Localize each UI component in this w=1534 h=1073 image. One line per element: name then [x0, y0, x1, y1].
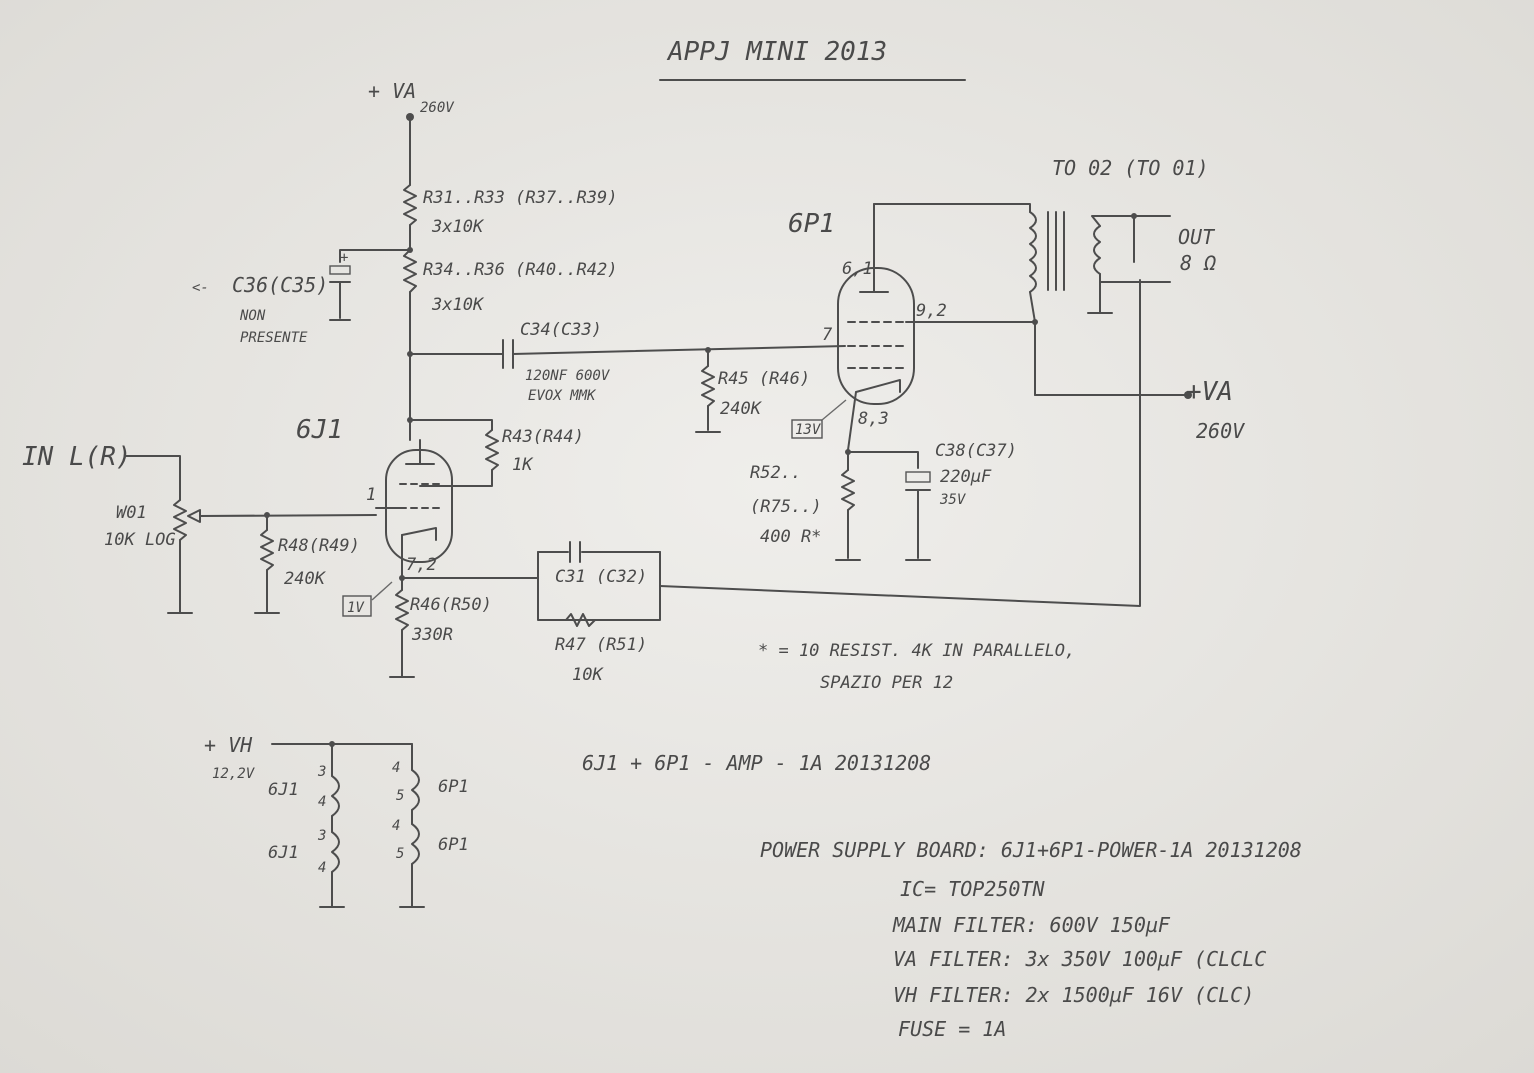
supply-right-label: +VA — [1186, 377, 1233, 407]
resistor-r45: R45 (R46) 240K — [695, 347, 810, 433]
psu-notes: POWER SUPPLY BOARD: 6J1+6P1-POWER-1A 201… — [760, 838, 1302, 1041]
stage2-pin-screen: 9,2 — [916, 301, 947, 321]
c38-name: C38(C37) — [935, 441, 1017, 461]
stage1-tube-label: 6J1 — [296, 415, 343, 445]
feedback-res-name: R47 (R51) — [555, 635, 647, 655]
stage2-cathode-network: R52.. (R75..) 400 R* C38(C37) 220µF 35V — [750, 441, 1017, 561]
tube-6p1: 6P1 6,1 9,2 7 8,3 13V — [788, 203, 1038, 451]
footnote-1: * = 10 RESIST. 4K IN PARALLELO, — [758, 641, 1075, 661]
svg-text:<-: <- — [192, 280, 209, 296]
feedback-res-value: 10K — [572, 665, 604, 685]
heater-pin-a2: 4 — [318, 794, 326, 810]
heater-label: + VH — [204, 733, 253, 757]
supply-top-voltage: 260V — [420, 100, 455, 116]
top-supply: + VA 260V — [368, 79, 455, 121]
c38-voltage: 35V — [939, 492, 967, 508]
note-fuse: FUSE = 1A — [898, 1017, 1006, 1041]
feedback-network: C31 (C32) R47 (R51) 10K — [401, 279, 1141, 685]
heater-pin-b2: 4 — [318, 860, 326, 876]
heater-wiring: + VH 12,2V 6J1 6J1 6P1 6P1 3 4 3 4 4 5 4… — [204, 733, 469, 908]
resistor-r48: R48(R49) 240K — [254, 514, 360, 614]
r45-name: R45 (R46) — [718, 369, 810, 389]
stage2-tube-label: 6P1 — [788, 209, 835, 239]
r45-value: 240K — [720, 399, 763, 419]
right-supply: +VA 260V — [1034, 377, 1245, 443]
resistor-r46: R46(R50) 330R 1V — [342, 575, 492, 678]
heater-pin-c2: 5 — [396, 788, 404, 804]
r46-name: R46(R50) — [410, 595, 492, 615]
c36-name: C36(C35) — [232, 273, 328, 297]
r46-value: 330R — [411, 625, 453, 645]
stage1-pin-cathode: 7,2 — [406, 555, 437, 575]
coupling-cap-type: EVOX MMK — [528, 388, 597, 404]
stage2-pin-cathode: 8,3 — [858, 409, 889, 429]
heater-pin-d1: 4 — [392, 818, 400, 834]
tube-6j1: 6J1 1 7,2 — [296, 415, 453, 579]
stage1-pin-grid: 1 — [366, 485, 376, 505]
heater-pin-c1: 4 — [392, 760, 400, 776]
cap-c36: + C36(C35) NON PRESENTE <- — [192, 249, 411, 346]
c38-value: 220µF — [940, 467, 992, 487]
heater-tube-c: 6P1 — [438, 777, 469, 797]
footnote-2: SPAZIO PER 12 — [820, 673, 953, 693]
stage2-cathode-voltage: 13V — [795, 422, 822, 438]
pot-value: 10K LOG — [104, 530, 176, 550]
c36-note2: PRESENTE — [240, 330, 308, 346]
r-top2-name: R34..R36 (R40..R42) — [423, 260, 617, 280]
heater-tube-d: 6P1 — [438, 835, 469, 855]
transformer-impedance: 8 Ω — [1180, 251, 1216, 275]
r-top1-name: R31..R33 (R37..R39) — [423, 188, 617, 208]
input-section: IN L(R) W01 10K LOG — [22, 442, 377, 614]
r48-value: 240K — [284, 569, 327, 589]
output-transformer: TO 02 (TO 01) OUT 8 Ω — [873, 156, 1216, 396]
r-top2-value: 3x10K — [431, 295, 485, 315]
stage2-pin-plate: 6,1 — [842, 259, 873, 279]
coupling-cap: C34(C33) 120NF 600V EVOX MMK — [409, 320, 846, 404]
r48-name: R48(R49) — [278, 536, 360, 556]
input-label: IN L(R) — [22, 442, 132, 472]
note-vh-filter: VH FILTER: 2x 1500µF 16V (CLC) — [893, 983, 1254, 1007]
r43-name: R43(R44) — [502, 427, 584, 447]
note-psu: POWER SUPPLY BOARD: 6J1+6P1-POWER-1A 201… — [760, 838, 1302, 862]
coupling-cap-name: C34(C33) — [520, 320, 602, 340]
coupling-cap-value: 120NF 600V — [525, 368, 611, 384]
note-ic: IC= TOP250TN — [900, 877, 1045, 901]
transformer-name: TO 02 (TO 01) — [1052, 156, 1209, 180]
heater-tube-b: 6J1 — [268, 843, 299, 863]
stage1-cathode-voltage: 1V — [347, 600, 365, 616]
heater-tube-a: 6J1 — [268, 780, 299, 800]
board-code: 6J1 + 6P1 - AMP - 1A 20131208 — [582, 751, 931, 775]
note-main-filter: MAIN FILTER: 600V 150µF — [892, 913, 1171, 937]
resistor-r34 — [403, 249, 417, 293]
pot-name: W01 — [116, 503, 147, 523]
heater-pin-a1: 3 — [317, 764, 326, 780]
r52-name2: (R75..) — [750, 497, 822, 517]
r52-name: R52.. — [750, 463, 801, 483]
r43-value: 1K — [512, 455, 534, 475]
transformer-out: OUT — [1178, 225, 1216, 249]
r52-value: 400 R* — [760, 527, 821, 547]
heater-voltage: 12,2V — [212, 766, 256, 782]
stage1-plate-chain: R31..R33 (R37..R39) 3x10K R34..R36 (R40.… — [403, 116, 617, 441]
stage2-pin-grid: 7 — [822, 325, 833, 345]
feedback-cap-name: C31 (C32) — [555, 567, 647, 587]
heater-pin-b1: 3 — [317, 828, 326, 844]
supply-top-label: + VA — [368, 79, 416, 103]
c36-note1: NON — [239, 308, 266, 324]
note-va-filter: VA FILTER: 3x 350V 100µF (CLCLC — [893, 947, 1266, 971]
supply-right-voltage: 260V — [1196, 419, 1245, 443]
svg-text:+: + — [340, 250, 348, 266]
title: APPJ MINI 2013 — [666, 37, 887, 67]
heater-pin-d2: 5 — [396, 846, 404, 862]
resistor-r31 — [403, 184, 417, 226]
r-top1-value: 3x10K — [431, 217, 485, 237]
resistor-r43: R43(R44) 1K — [409, 419, 584, 487]
